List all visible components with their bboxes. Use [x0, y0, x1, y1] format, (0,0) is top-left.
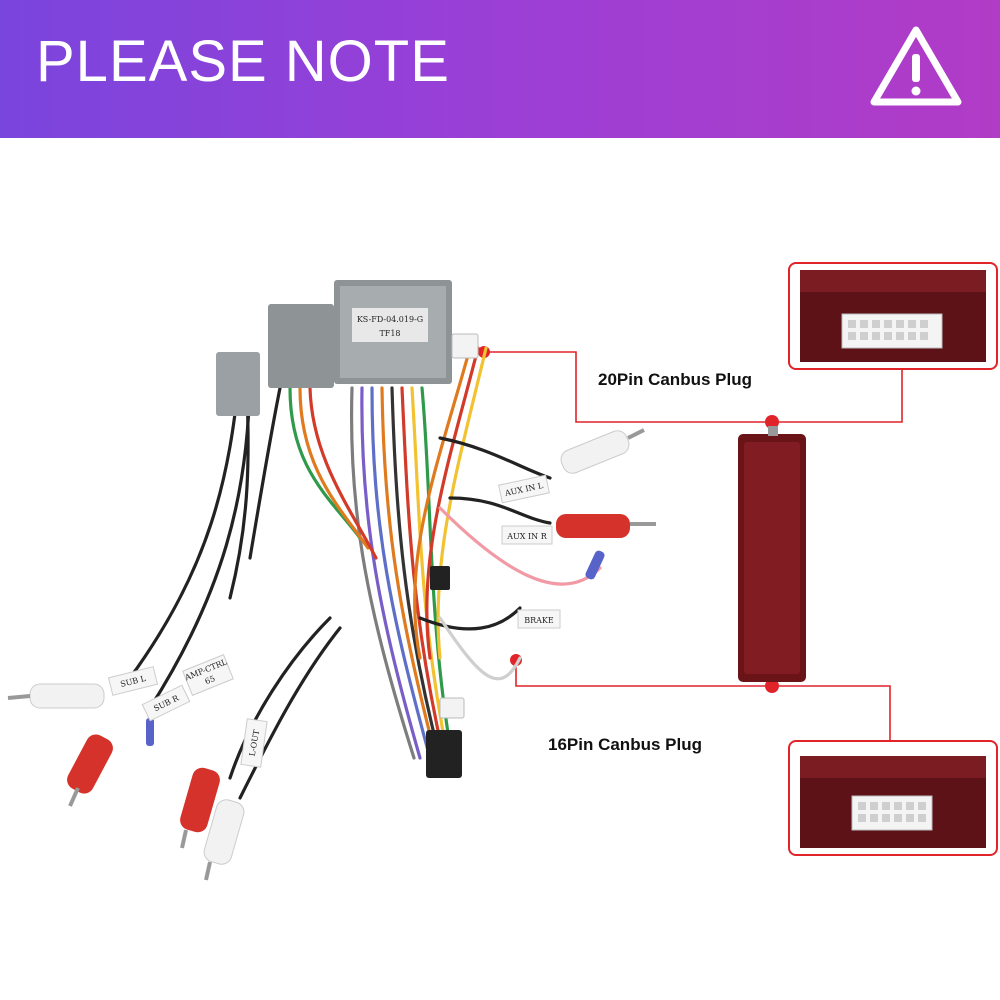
label-16pin-canbus-plug: 16Pin Canbus Plug	[548, 735, 702, 754]
20pin-plug-closeup	[800, 270, 986, 362]
rca-plugs	[7, 428, 656, 881]
16pin-plug-closeup	[800, 756, 986, 848]
banner-title: PLEASE NOTE	[36, 29, 450, 94]
callout-20pin-plug	[788, 262, 998, 370]
callout-lines	[484, 351, 903, 742]
connector-label-line2: TF18	[379, 329, 400, 338]
rca-plug-l-out-red	[180, 767, 220, 849]
rca-plug-l-out-white	[203, 799, 245, 881]
canbus-box	[738, 426, 806, 682]
rca-plug-sub-l	[7, 683, 105, 709]
label-20pin-canbus-plug: 20Pin Canbus Plug	[598, 370, 752, 389]
rca-plug-aux-r	[556, 514, 656, 538]
wire-bundle	[128, 346, 602, 800]
banner: PLEASE NOTE	[0, 0, 1000, 138]
grey-connectors: KS-FD-04.019-G TF18	[216, 280, 479, 778]
tag-aux-in-r: AUX IN R	[506, 532, 547, 541]
rca-plug-sub-r	[67, 734, 113, 807]
tag-amp-ctrl-code: 65	[204, 674, 217, 686]
callout-16pin-plug	[788, 740, 998, 856]
tag-brake: BRAKE	[524, 616, 554, 625]
wiring-harness-illustration: KS-FD-04.019-G TF18	[7, 280, 903, 881]
rca-plug-aux-l	[560, 428, 645, 474]
warning-triangle-icon	[870, 26, 962, 106]
connector-label-line1: KS-FD-04.019-G	[357, 315, 423, 324]
wire-tags: AUX IN L AUX IN R BRAKE SUB L SUB R AMP-…	[107, 474, 561, 768]
